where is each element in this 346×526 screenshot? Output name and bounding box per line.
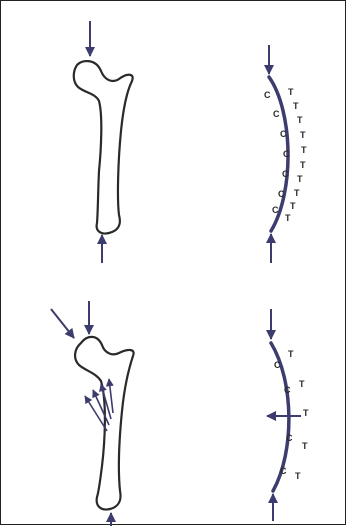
compression-label: C: [272, 205, 279, 215]
femur-outline-bottom: [75, 337, 134, 510]
tension-label: T: [299, 379, 305, 389]
tension-label: T: [297, 115, 303, 125]
compression-label: C: [273, 109, 280, 119]
tension-label: T: [290, 201, 296, 211]
tension-label: T: [285, 213, 291, 223]
tension-label: T: [297, 174, 303, 184]
muscle-force-arrow: [93, 390, 109, 425]
femur-outline-top: [74, 61, 133, 233]
compression-label: C: [286, 433, 293, 443]
oblique-load-arrow: [51, 309, 74, 338]
tension-label: T: [288, 349, 294, 359]
compression-label: C: [278, 189, 285, 199]
compression-label: C: [274, 360, 281, 370]
compression-label: C: [283, 149, 290, 159]
muscle-force-arrow: [109, 379, 113, 413]
tension-label: T: [300, 160, 306, 170]
compression-label: C: [280, 466, 287, 476]
compression-label: C: [264, 90, 271, 100]
compression-label: C: [280, 129, 287, 139]
tension-label: T: [301, 145, 307, 155]
compression-label: C: [284, 385, 291, 395]
tension-label: T: [300, 130, 306, 140]
tension-label: T: [295, 471, 301, 481]
femur-oblique-load: [51, 301, 134, 526]
tension-label: T: [288, 87, 294, 97]
tension-label: T: [303, 408, 309, 418]
femur-axial-load: [74, 21, 133, 263]
compression-label: C: [282, 169, 289, 179]
beam-axial-bending: C C C C C C C T T T T T T T T T T: [264, 45, 307, 263]
beam-with-muscle-force: C C C C T T T T T: [267, 309, 309, 521]
tension-label: T: [294, 188, 300, 198]
tension-label: T: [302, 441, 308, 451]
tension-label: T: [293, 101, 299, 111]
